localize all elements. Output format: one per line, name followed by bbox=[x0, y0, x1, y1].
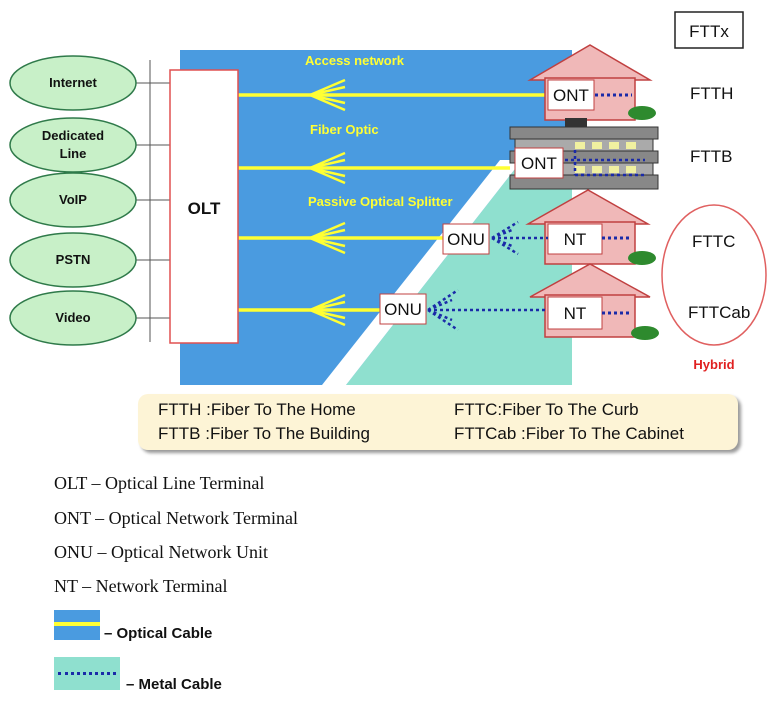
service-nodes: Internet Dedicated Line VoIP PSTN Video bbox=[9, 55, 137, 346]
splitter-label: Passive Optical Splitter bbox=[308, 194, 453, 209]
building-fttb: ONT bbox=[509, 118, 659, 190]
glossary-olt: OLT – Optical Line Terminal bbox=[54, 473, 265, 493]
service-internet-label: Internet bbox=[49, 75, 97, 90]
onu-cab-box bbox=[379, 293, 427, 325]
service-voip-label: VoIP bbox=[59, 192, 87, 207]
legend-fttc: FTTC:Fiber To The Curb bbox=[454, 400, 639, 419]
service-pstn bbox=[9, 232, 137, 288]
zone-divider bbox=[322, 160, 522, 385]
fiber-optic-label: Fiber Optic bbox=[310, 122, 379, 137]
service-dedicated-line bbox=[9, 117, 137, 173]
service-internet bbox=[9, 55, 137, 111]
hybrid-label: Hybrid bbox=[693, 357, 734, 372]
glossary-ont: ONT – Optical Network Terminal bbox=[54, 508, 299, 528]
service-voip bbox=[9, 172, 137, 228]
fttx-badge bbox=[674, 11, 744, 49]
service-line-label: Line bbox=[60, 146, 87, 161]
hybrid-ellipse bbox=[661, 204, 767, 346]
service-connectors bbox=[135, 60, 172, 342]
legend-ftth: FTTH :Fiber To The Home bbox=[158, 400, 356, 419]
splitter-fans bbox=[309, 78, 346, 327]
service-pstn-label: PSTN bbox=[56, 252, 91, 267]
house-ftth: ONT bbox=[527, 44, 656, 121]
access-network-label: Access network bbox=[305, 53, 405, 68]
fttx-legend: FTTH :Fiber To The Home FTTB :Fiber To T… bbox=[138, 394, 738, 450]
ont-home-label: ONT bbox=[553, 86, 589, 105]
legend-fttcab: FTTCab :Fiber To The Cabinet bbox=[454, 424, 684, 443]
olt-label: OLT bbox=[188, 199, 221, 218]
nt-cab-label: NT bbox=[564, 304, 587, 323]
metal-cable-label: – Metal Cable bbox=[126, 676, 222, 693]
onu-curb-box bbox=[442, 223, 490, 255]
onu-cab-label: ONU bbox=[384, 300, 422, 319]
house-fttc: NT bbox=[525, 189, 656, 265]
metal-cable-swatch bbox=[54, 657, 120, 690]
ont-building-label: ONT bbox=[521, 154, 557, 173]
optical-cable-label: – Optical Cable bbox=[104, 625, 213, 642]
fiber-lines bbox=[238, 93, 545, 312]
metal-fan-cab bbox=[427, 288, 548, 332]
house-fttcab: NT bbox=[529, 263, 659, 340]
metal-zone bbox=[346, 160, 572, 385]
nt-curb-label: NT bbox=[564, 230, 587, 249]
optical-cable-swatch bbox=[54, 610, 100, 640]
legend-fttb: FTTB :Fiber To The Building bbox=[158, 424, 370, 443]
type-fttc: FTTC bbox=[692, 232, 735, 251]
service-video bbox=[9, 290, 137, 346]
olt-box bbox=[169, 69, 239, 344]
fttx-badge-label: FTTx bbox=[689, 22, 729, 41]
service-dedicated-label: Dedicated bbox=[42, 128, 104, 143]
onu-curb-label: ONU bbox=[447, 230, 485, 249]
type-fttb: FTTB bbox=[690, 147, 733, 166]
type-ftth: FTTH bbox=[690, 84, 733, 103]
glossary-nt: NT – Network Terminal bbox=[54, 576, 228, 596]
glossary-onu: ONU – Optical Network Unit bbox=[54, 542, 268, 562]
service-video-label: Video bbox=[55, 310, 90, 325]
fttx-diagram: Access network Fiber Optic Passive Optic… bbox=[9, 11, 767, 385]
type-fttcab: FTTCab bbox=[688, 303, 750, 322]
